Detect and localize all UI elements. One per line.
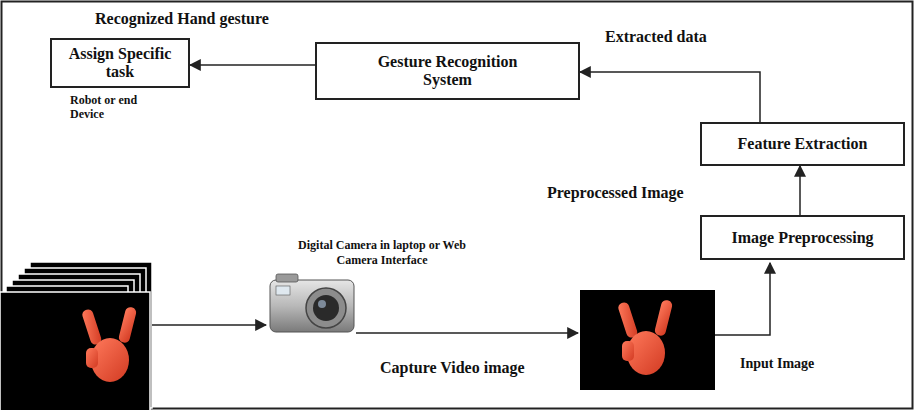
flow-arrow [356, 332, 578, 334]
annotation-label: Robot or end Device [70, 93, 148, 121]
edge-label: Preprocessed Image [545, 184, 686, 202]
flow-arrow [715, 263, 770, 335]
box-content: Gesture Recognition System [373, 53, 523, 89]
box-content: Image Preprocessing [731, 229, 873, 247]
annotation-label: Capture Video image [380, 358, 580, 377]
process-box: Feature Extraction [700, 122, 905, 166]
video-frames [0, 262, 152, 410]
flow-arrow [799, 166, 801, 215]
annotation-label: Input Image [740, 355, 860, 372]
process-box: Assign Specific task [50, 38, 190, 88]
annotation-label: Recognized Hand gesture [95, 9, 355, 28]
box-content: Assign Specific task [65, 45, 175, 81]
input-image [580, 290, 715, 390]
camera-icon [270, 274, 354, 332]
annotation-label: Digital Camera in laptop or Web Camera I… [282, 238, 482, 268]
box-content: Feature Extraction [738, 135, 868, 153]
flow-arrow [580, 72, 760, 122]
box-text: Gesture Recognition System [373, 53, 523, 89]
flow-arrow [190, 64, 315, 66]
process-box: Gesture Recognition System [315, 42, 580, 100]
box-text: Assign Specific task [65, 45, 175, 81]
process-box: Image Preprocessing [700, 215, 905, 260]
box-text: Image Preprocessing [731, 229, 873, 247]
flow-arrow [152, 324, 266, 326]
edge-label: Extracted data [603, 28, 709, 46]
box-text: Feature Extraction [738, 135, 868, 153]
